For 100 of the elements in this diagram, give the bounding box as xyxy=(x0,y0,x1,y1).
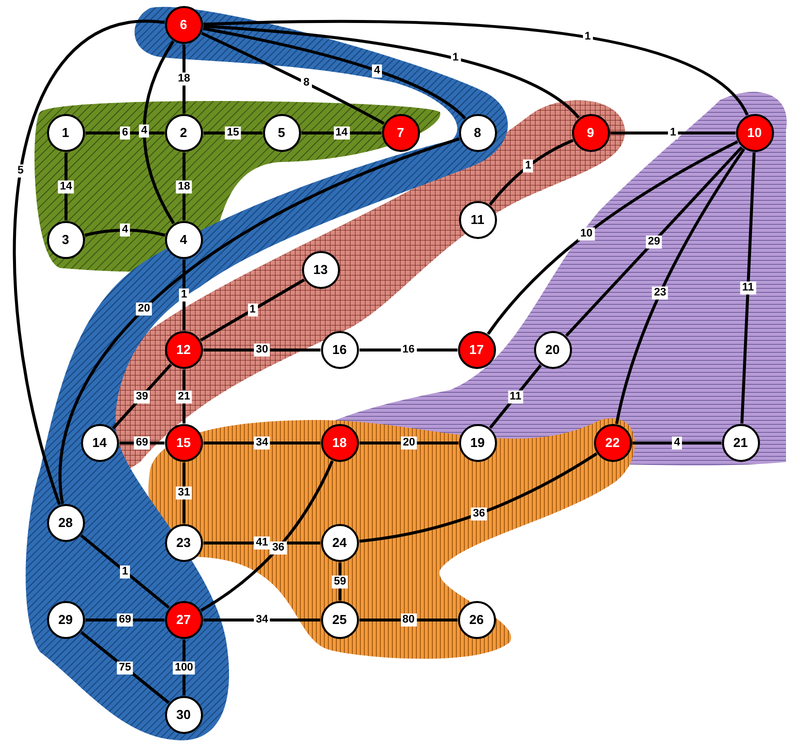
edge-label: 6 xyxy=(120,126,130,140)
edge-label: 20 xyxy=(136,302,152,316)
node-number: 9 xyxy=(586,125,594,140)
edge-label: 21 xyxy=(176,390,192,403)
node-number: 22 xyxy=(605,435,620,450)
edge-label: 4 xyxy=(139,124,150,138)
edge-line xyxy=(58,137,460,504)
node-number: 7 xyxy=(396,125,404,140)
edge-label: 1 xyxy=(120,565,130,578)
edge-line xyxy=(489,364,542,429)
graph-node xyxy=(320,330,358,368)
edge-label: 100 xyxy=(172,661,196,674)
node-number: 27 xyxy=(176,612,191,627)
edge-label: 1 xyxy=(178,288,190,302)
edge-line xyxy=(360,442,458,444)
edge-label: 10 xyxy=(578,227,595,240)
edge-line xyxy=(80,534,170,609)
node-number: 12 xyxy=(176,342,191,357)
edge-line xyxy=(182,640,186,696)
node-number: 23 xyxy=(176,535,191,550)
node-number: 3 xyxy=(62,232,70,247)
edge-line xyxy=(200,460,334,612)
edge-line xyxy=(204,132,262,134)
edge-label: 34 xyxy=(254,436,270,450)
graph-node xyxy=(458,330,496,368)
edge-label: 11 xyxy=(740,282,756,294)
node-number: 21 xyxy=(733,435,748,450)
edge-label: 36 xyxy=(270,541,286,554)
edge-label: 18 xyxy=(176,180,192,193)
edge-label: 14 xyxy=(58,180,74,193)
edge-line xyxy=(182,44,186,114)
edge-line xyxy=(610,132,736,134)
edge-line xyxy=(338,562,342,600)
node-number: 26 xyxy=(469,612,484,627)
node-number: 30 xyxy=(176,707,191,722)
edge-line xyxy=(204,348,320,352)
node-number: 16 xyxy=(332,342,347,357)
node-number: 28 xyxy=(58,515,73,530)
node-number: 4 xyxy=(180,232,188,247)
edge-label: 1 xyxy=(668,126,678,140)
node-number: 17 xyxy=(469,342,484,357)
node-number: 6 xyxy=(180,17,188,32)
edge-label: 31 xyxy=(176,486,192,500)
edge-line xyxy=(740,152,756,424)
edge-line xyxy=(360,348,458,352)
edge-line xyxy=(80,631,170,704)
edge-label: 20 xyxy=(400,436,418,450)
node-number: 2 xyxy=(180,125,188,140)
edge-line xyxy=(201,32,385,125)
node-number: 1 xyxy=(62,125,70,140)
node-number: 29 xyxy=(58,612,73,627)
edge-line xyxy=(204,618,320,622)
edge-label: 14 xyxy=(333,126,350,140)
edge-label: 4 xyxy=(120,224,130,237)
edge-line xyxy=(86,618,164,622)
edge-line xyxy=(84,228,166,237)
edge-line xyxy=(202,27,466,120)
edge-label: 5 xyxy=(15,164,26,178)
edge-label: 1 xyxy=(247,304,258,316)
edge-line xyxy=(632,442,722,444)
node-number: 13 xyxy=(313,262,328,277)
node-number: 24 xyxy=(332,535,347,550)
edge-line xyxy=(182,370,186,424)
edge-label: 69 xyxy=(116,614,134,626)
edge-label: 41 xyxy=(254,536,270,550)
node-number: 11 xyxy=(470,212,484,227)
edge-line xyxy=(204,442,320,444)
edge-label: 8 xyxy=(301,76,312,90)
node-number: 15 xyxy=(176,435,191,450)
edge-line xyxy=(486,140,738,335)
edge-label: 80 xyxy=(400,614,417,626)
node-number: 19 xyxy=(470,435,485,450)
edge-line xyxy=(182,462,186,524)
edge-line xyxy=(203,20,749,116)
node-number: 8 xyxy=(474,125,482,140)
edge-label: 36 xyxy=(470,507,488,520)
edge-line xyxy=(142,40,175,224)
edge-line xyxy=(182,260,186,330)
edge-label: 4 xyxy=(372,64,382,78)
edge-label: 39 xyxy=(134,390,150,403)
edge-label: 30 xyxy=(254,344,270,356)
node-number: 20 xyxy=(545,342,560,357)
node-number: 5 xyxy=(278,125,286,140)
edge-label: 23 xyxy=(652,286,668,300)
node-number: 25 xyxy=(332,612,347,627)
node-number: 10 xyxy=(747,125,762,140)
edge-line xyxy=(565,146,743,337)
edge-label: 4 xyxy=(672,436,682,450)
edge-label: 75 xyxy=(116,661,134,674)
edge-line xyxy=(360,618,458,622)
edge-label: 15 xyxy=(224,126,242,140)
node-number: 18 xyxy=(332,435,347,450)
edge-line xyxy=(13,20,165,506)
node-number: 14 xyxy=(92,435,107,450)
edge-label: 29 xyxy=(646,235,662,248)
edge-label: 1 xyxy=(523,160,534,173)
edge-line xyxy=(112,363,172,430)
edge-line xyxy=(182,152,186,220)
edge-label: 18 xyxy=(176,72,192,86)
edge-label: 59 xyxy=(332,575,348,588)
